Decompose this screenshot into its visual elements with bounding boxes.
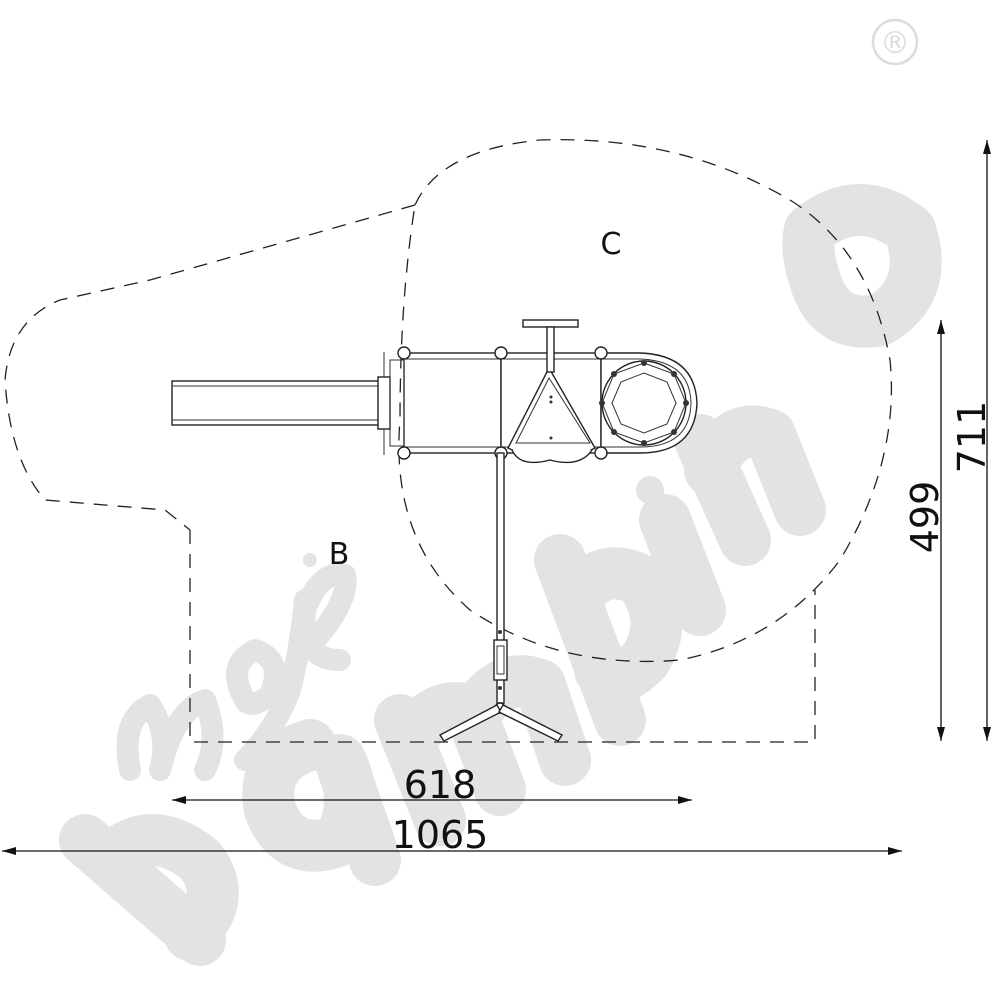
playground-equipment bbox=[171, 319, 698, 742]
zone-label-b: B bbox=[329, 537, 350, 572]
watermark-bambino-logotype bbox=[59, 184, 942, 966]
dimension-width-total-label: 1065 bbox=[392, 813, 489, 857]
dimension-width-inner: 618 bbox=[172, 763, 692, 807]
dimension-width-inner-label: 618 bbox=[404, 763, 477, 807]
watermark-moje-script bbox=[116, 563, 357, 781]
tower-platform-left bbox=[389, 352, 502, 454]
registered-mark-text: ® bbox=[880, 26, 910, 61]
slide-chute bbox=[171, 352, 391, 455]
dimension-width-total: 1065 bbox=[2, 813, 902, 857]
safety-zone-outline bbox=[4, 139, 893, 743]
dimension-depth-total-label: 711 bbox=[950, 401, 994, 474]
registered-mark-icon bbox=[871, 18, 919, 66]
tower-posts bbox=[397, 346, 608, 460]
dimension-depth-inner-label: 499 bbox=[903, 481, 947, 554]
t-handle-bar bbox=[522, 319, 579, 373]
zone-label-c: C bbox=[601, 227, 622, 262]
swing-frame bbox=[438, 452, 564, 742]
net-climber bbox=[599, 352, 698, 454]
brand-watermark: ® bbox=[59, 18, 942, 966]
dimension-depth-inner: 499 bbox=[903, 320, 947, 741]
dimension-depth-total: 711 bbox=[950, 140, 994, 741]
